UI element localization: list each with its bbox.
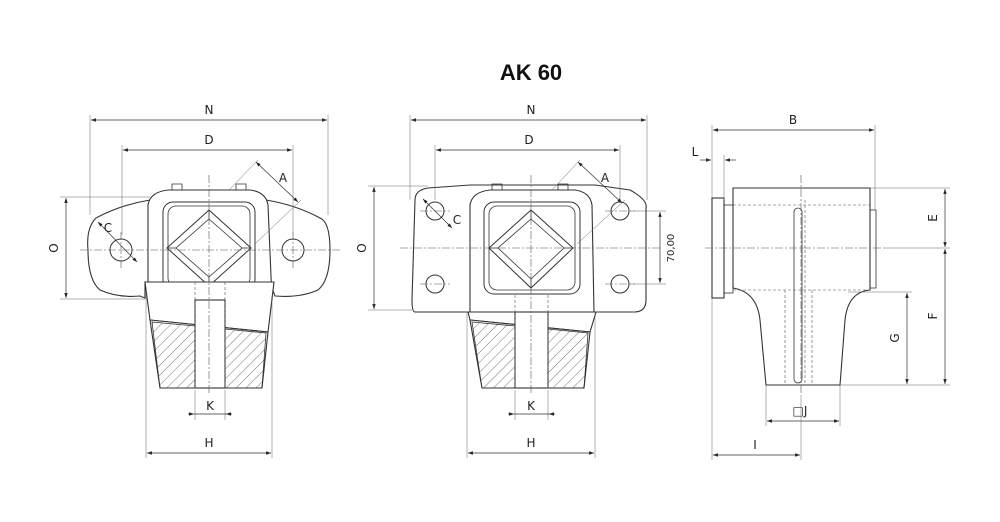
right-dim-j: □J <box>793 404 808 418</box>
right-block <box>732 187 871 386</box>
right-dim-i: I <box>753 438 757 452</box>
left-dim-c: C <box>104 221 112 235</box>
middle-dim-k: K <box>527 399 536 413</box>
middle-dim-d: D <box>524 133 533 147</box>
right-dim-f: F <box>926 312 940 319</box>
left-dim-k: K <box>206 399 215 413</box>
left-dim-o: O <box>47 243 61 252</box>
left-dim-h: H <box>204 436 213 450</box>
middle-dim-c: C <box>453 213 461 227</box>
left-view: N D A C O K H <box>47 103 340 458</box>
middle-dim-n: N <box>527 103 536 117</box>
middle-dim-h: H <box>526 436 535 450</box>
left-dim-a: A <box>279 171 288 185</box>
middle-dim-a: A <box>601 171 610 185</box>
right-dim-l: L <box>692 145 699 159</box>
left-dim-d: D <box>204 133 213 147</box>
right-dim-e: E <box>926 214 940 222</box>
right-dim-g: G <box>888 333 902 342</box>
right-slot <box>793 207 803 384</box>
middle-view: N D A C O 70,00 K H <box>355 103 677 458</box>
drawing-title: AK 60 <box>500 60 562 85</box>
left-dim-n: N <box>205 103 214 117</box>
middle-dim-70: 70,00 <box>666 234 677 263</box>
right-dim-b: B <box>789 113 797 127</box>
right-view: B L E F G □J I <box>692 113 950 460</box>
middle-dim-o: O <box>355 243 369 252</box>
